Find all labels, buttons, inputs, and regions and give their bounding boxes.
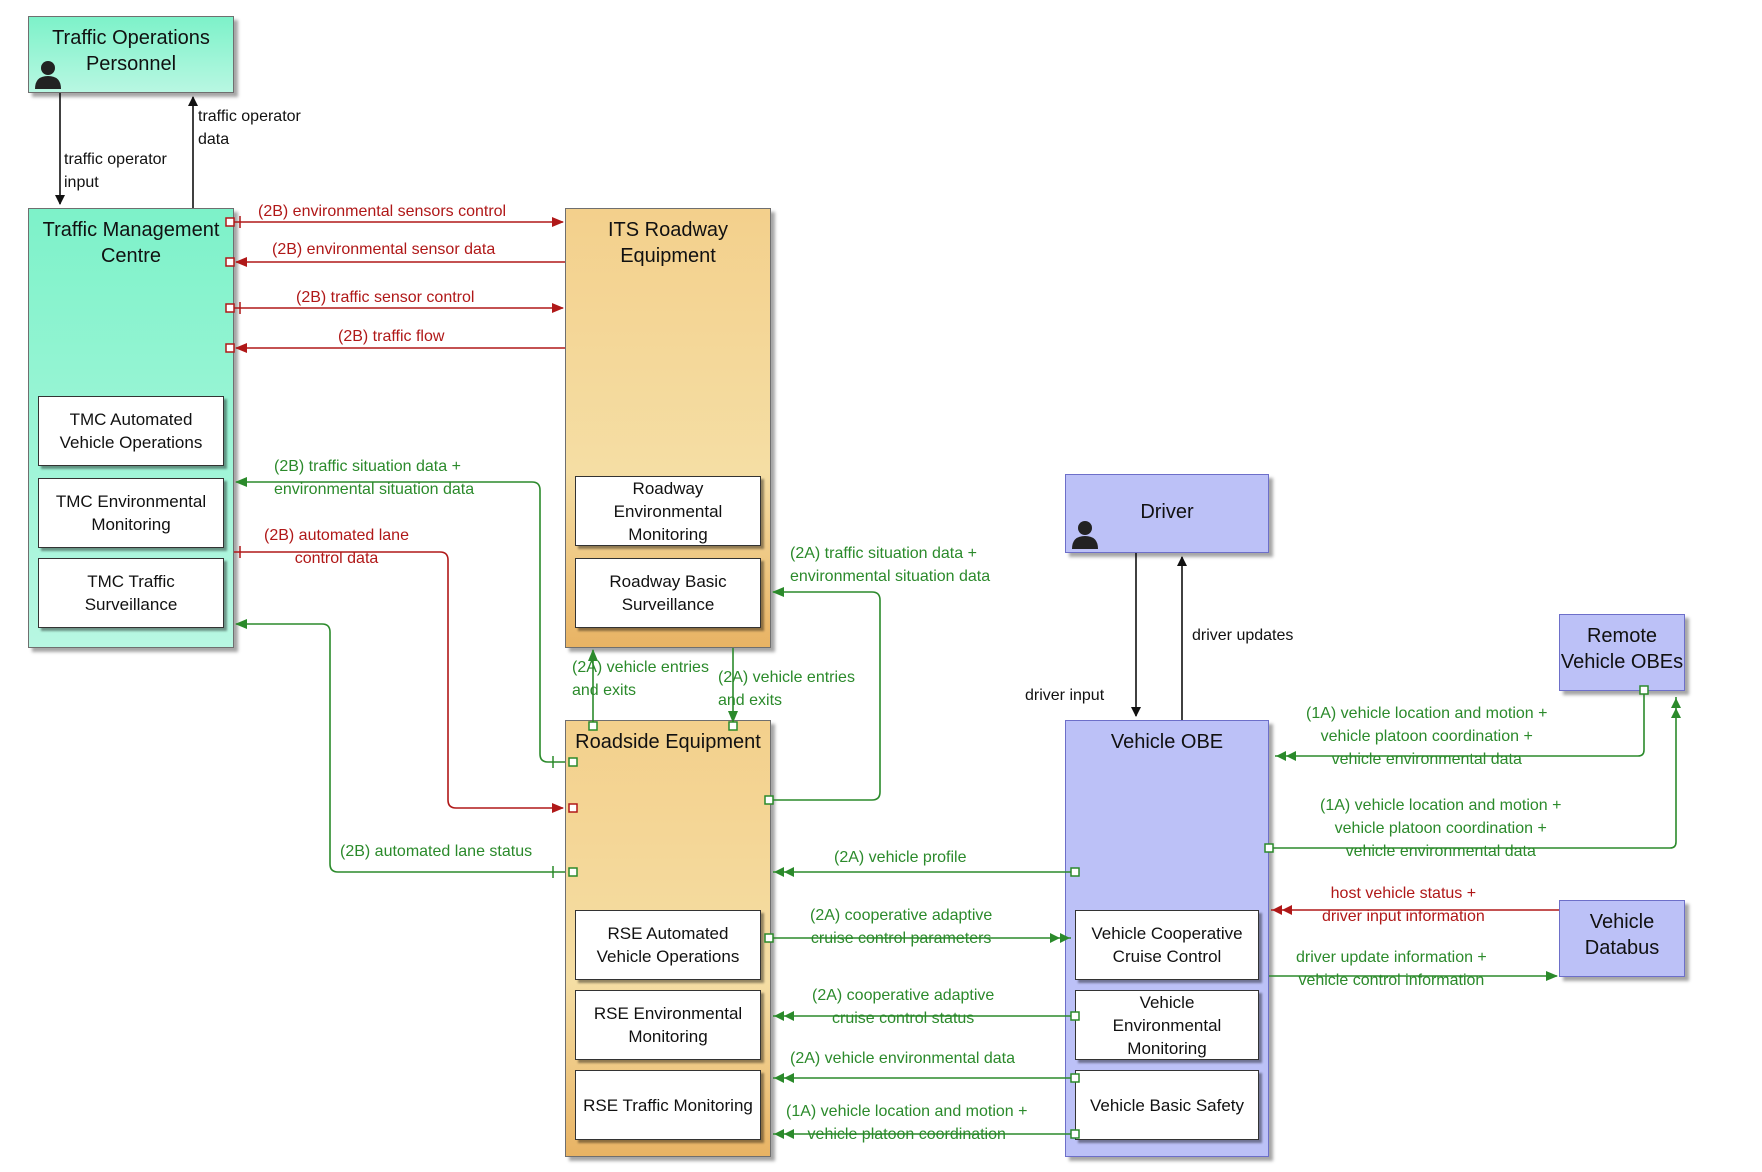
rse-environmental-monitoring-box: RSE Environmental Monitoring: [575, 990, 761, 1060]
flow-label-automated-lane-control: (2B) automated lane control data: [264, 527, 409, 567]
flow-label-cacc-parameters: (2A) cooperative adaptive cruise control…: [810, 907, 993, 947]
flow-label-automated-lane-status: (2B) automated lane status: [340, 843, 533, 860]
flow-line-obe-to-remote: [1269, 697, 1681, 849]
flow-label-driver-input: driver input: [1025, 687, 1105, 704]
rse-automated-vehicle-operations-box: RSE Automated Vehicle Operations: [575, 910, 761, 980]
driver-label: Driver: [1140, 501, 1194, 523]
vehicle-environmental-monitoring-box: Vehicle Environmental Monitoring: [1075, 990, 1259, 1060]
vehicle-cooperative-cruise-control-box: Vehicle Cooperative Cruise Control: [1075, 910, 1259, 980]
vehicle-basic-safety-box: Vehicle Basic Safety: [1075, 1070, 1259, 1140]
person-icon: [1072, 521, 1098, 549]
flow-line-situation-2a: [769, 587, 881, 801]
vehicle-obe-label: Vehicle OBE: [1110, 731, 1224, 753]
flow-line-remote-to-obe: [1275, 690, 1645, 761]
flow-label-vehicle-env-data: (2A) vehicle environmental data: [790, 1050, 1016, 1067]
flow-label-traffic-operator-data: traffic operator data: [198, 108, 301, 148]
tmc-environmental-monitoring-box: TMC Environmental Monitoring: [38, 478, 224, 548]
flow-label-cacc-status: (2A) cooperative adaptive cruise control…: [812, 987, 995, 1027]
flow-label-location-platoon: (1A) vehicle location and motion + vehic…: [786, 1103, 1028, 1143]
driver-box: Driver: [1065, 474, 1269, 553]
flow-line-automated-lane-control: [234, 551, 564, 813]
tmc-automated-vehicle-operations-box: TMC Automated Vehicle Operations: [38, 396, 224, 466]
flow-label-driver-update-info: driver update information + vehicle cont…: [1296, 949, 1487, 989]
flow-label-traffic-operator-input: traffic operator input: [64, 151, 167, 191]
flow-line-situation-2b: [235, 477, 565, 763]
rse-traffic-monitoring-box: RSE Traffic Monitoring: [575, 1070, 761, 1140]
flow-label-vehicle-profile: (2A) vehicle profile: [834, 849, 967, 866]
flow-label-situation-2b: (2B) traffic situation data + environmen…: [274, 458, 475, 498]
flow-label-situation-2a: (2A) traffic situation data + environmen…: [790, 545, 991, 585]
flow-line-automated-lane-status: [235, 619, 565, 873]
flow-label-remote-to-obe: (1A) vehicle location and motion + vehic…: [1306, 705, 1548, 768]
vehicle-databus-box: Vehicle Databus: [1559, 900, 1685, 977]
flow-label-host-vehicle-status: host vehicle status + driver input infor…: [1322, 885, 1485, 925]
traffic-management-centre-label: Traffic Management Centre: [42, 219, 220, 267]
flow-label-traffic-flow: (2B) traffic flow: [338, 328, 445, 345]
flow-label-obe-to-remote: (1A) vehicle location and motion + vehic…: [1320, 797, 1562, 860]
person-icon: [35, 61, 61, 89]
tmc-traffic-surveillance-box: TMC Traffic Surveillance: [38, 558, 224, 628]
roadway-environmental-monitoring-box: Roadway Environmental Monitoring: [575, 476, 761, 546]
flow-label-traffic-sensor-control: (2B) traffic sensor control: [296, 289, 475, 306]
remote-vehicle-obes-box: Remote Vehicle OBEs: [1559, 614, 1685, 691]
flow-label-driver-updates: driver updates: [1192, 627, 1294, 644]
flow-label-env-sensor-data: (2B) environmental sensor data: [272, 241, 496, 258]
roadway-basic-surveillance-box: Roadway Basic Surveillance: [575, 558, 761, 628]
vehicle-databus-label: Vehicle Databus: [1584, 911, 1660, 959]
remote-vehicle-obes-label: Remote Vehicle OBEs: [1560, 625, 1684, 673]
traffic-operations-personnel-box: Traffic Operations Personnel: [28, 16, 234, 93]
roadside-equipment-label: Roadside Equipment: [575, 731, 761, 753]
flow-label-entries-exits-down: (2A) vehicle entries and exits: [718, 669, 855, 709]
its-roadway-equipment-label: ITS Roadway Equipment: [607, 219, 729, 267]
traffic-operations-personnel-label: Traffic Operations Personnel: [52, 27, 210, 75]
flow-label-entries-exits-up: (2A) vehicle entries and exits: [572, 659, 709, 699]
flow-label-env-sensors-control: (2B) environmental sensors control: [258, 203, 507, 220]
